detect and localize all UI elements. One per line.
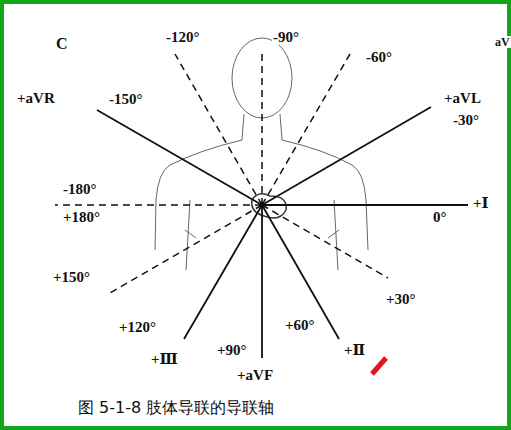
axis-label: -150° — [108, 92, 144, 107]
axis-label: +150° — [52, 270, 91, 285]
axis-label: 0° — [432, 210, 448, 225]
axis-label: -60° — [365, 50, 393, 65]
figure-caption: 图 5-1-8 肢体导联的导联轴 — [78, 398, 274, 417]
axis-label: +aVR — [16, 91, 56, 106]
axis-label: +120° — [118, 320, 157, 335]
axis-label: C — [55, 36, 69, 52]
negative-axes — [55, 50, 388, 293]
red-mark — [372, 358, 386, 374]
axis-label: +60° — [284, 318, 316, 333]
axis-label: +aVL — [443, 91, 482, 106]
axis-label: -30° — [452, 113, 480, 128]
axis-label: +Ⅰ — [472, 196, 490, 211]
axis-label: +90° — [216, 343, 248, 358]
axis-label: -120° — [165, 30, 201, 45]
center-dot — [259, 202, 265, 208]
axis-label: -180° — [62, 182, 98, 197]
axis-label: +Ⅲ — [150, 352, 179, 367]
axis-label: +aVF — [236, 368, 274, 383]
axis-label: +Ⅱ — [343, 343, 366, 358]
lead-axes — [97, 107, 468, 358]
axis-label: +30° — [385, 292, 417, 307]
axis-label: -90° — [272, 30, 300, 45]
axis-label: aV — [494, 36, 511, 48]
axis-label: +180° — [62, 210, 101, 225]
